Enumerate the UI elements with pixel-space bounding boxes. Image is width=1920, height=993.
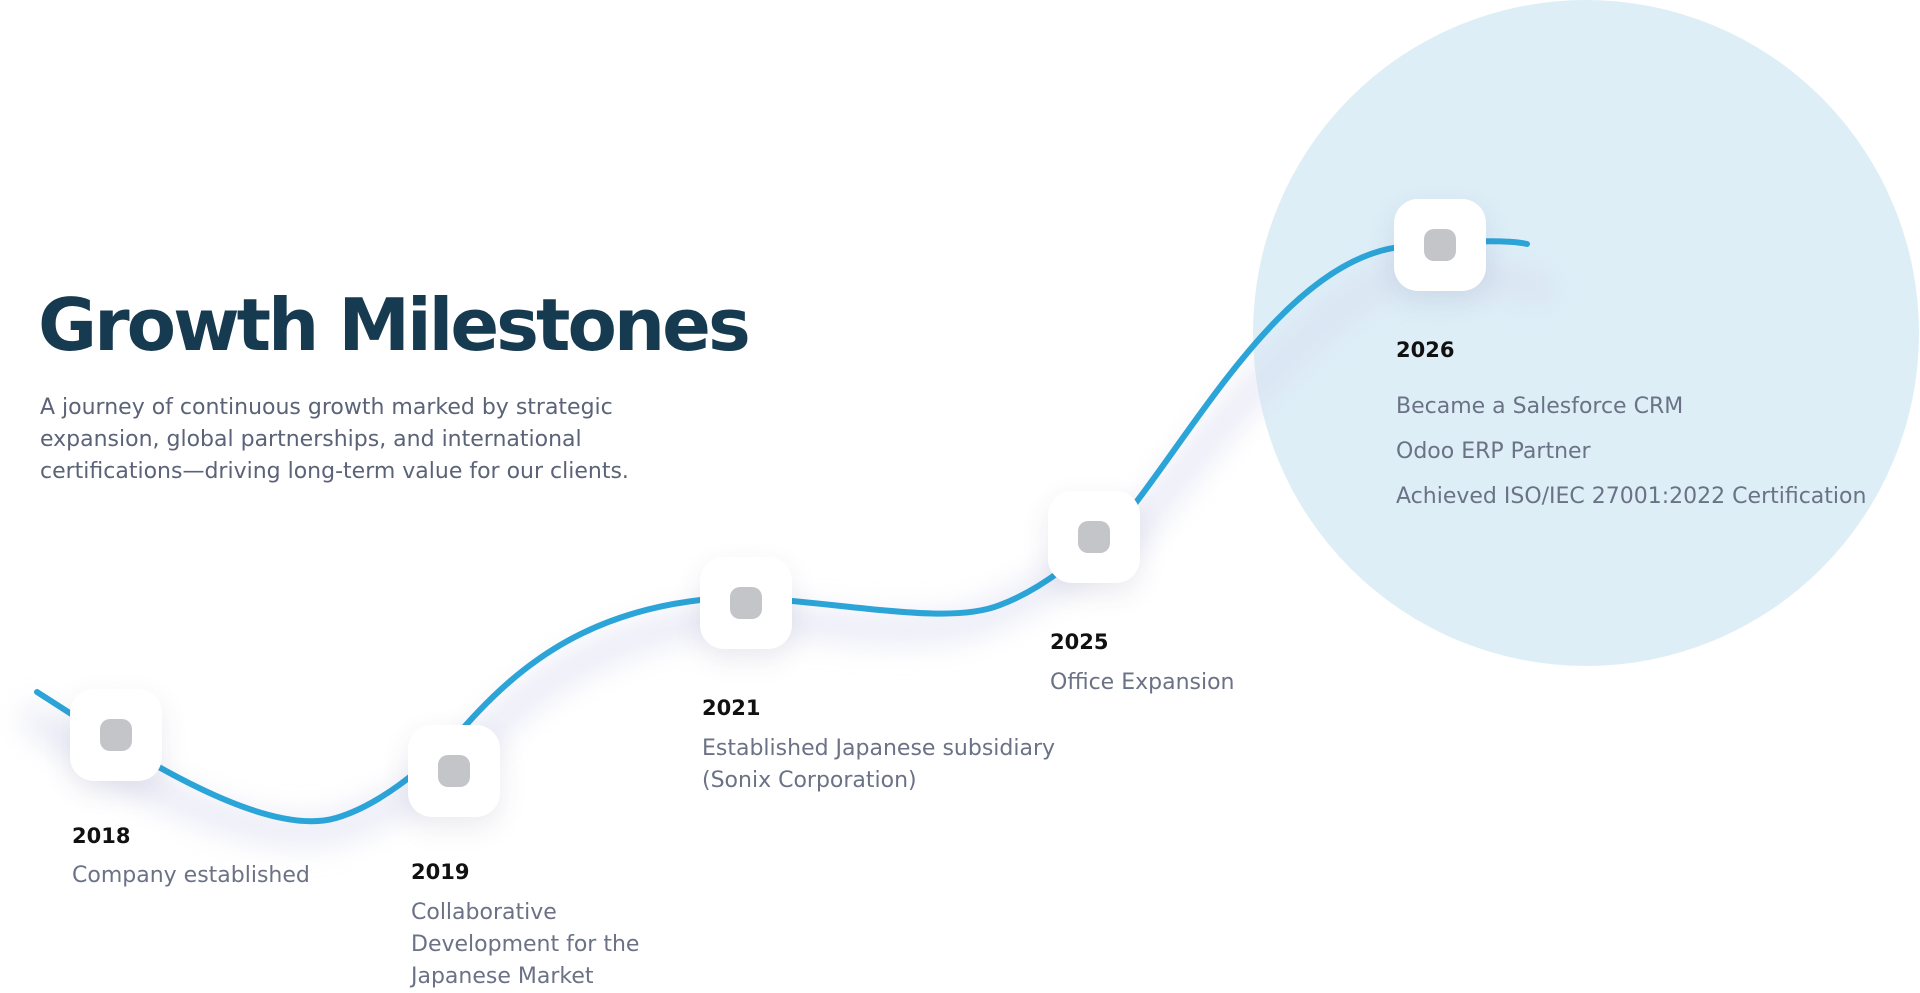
subtitle-line: certifications—driving long-term value f…: [40, 459, 629, 484]
milestone-description-2026: Became a Salesforce CRM Odoo ERP Partner…: [1396, 384, 1866, 519]
milestone-description-line: Office Expansion: [1050, 670, 1235, 695]
growth-path-shadow: [22, 254, 1555, 848]
page-subtitle: A journey of continuous growth marked by…: [40, 392, 660, 488]
milestone-year-2025: 2025: [1050, 630, 1109, 654]
milestone-description-line: Collaborative: [411, 900, 557, 925]
milestone-node-2025[interactable]: [1048, 491, 1140, 583]
milestone-description-2019: Collaborative Development for the Japane…: [411, 897, 639, 993]
milestone-node-2026[interactable]: [1394, 199, 1486, 291]
milestone-description-line: Japanese Market: [411, 964, 594, 989]
milestone-description-line: Company established: [72, 863, 310, 888]
subtitle-line: expansion, global partnerships, and inte…: [40, 427, 582, 452]
milestone-dot: [100, 719, 132, 751]
milestone-dot: [438, 755, 470, 787]
milestone-dot: [730, 587, 762, 619]
milestone-description-line: Development for the: [411, 932, 640, 957]
milestone-node-2021[interactable]: [700, 557, 792, 649]
milestone-description-line: Achieved ISO/IEC 27001:2022 Certificatio…: [1396, 484, 1867, 509]
milestone-description-line: Established Japanese subsidiary: [702, 736, 1056, 761]
milestone-year-2026: 2026: [1396, 338, 1455, 362]
milestone-description-line: Odoo ERP Partner: [1396, 439, 1591, 464]
milestone-description-2021: Established Japanese subsidiary (Sonix C…: [702, 733, 1055, 797]
subtitle-line: A journey of continuous growth marked by…: [40, 395, 613, 420]
milestone-year-2021: 2021: [702, 696, 761, 720]
page-title: Growth Milestones: [38, 283, 751, 367]
milestone-year-2019: 2019: [411, 860, 470, 884]
milestone-year-2018: 2018: [72, 824, 131, 848]
milestone-node-2019[interactable]: [408, 725, 500, 817]
milestone-description-2018: Company established: [72, 860, 310, 892]
milestone-dot: [1078, 521, 1110, 553]
growth-path-line: [34, 238, 1530, 825]
highlight-circle: [1253, 0, 1919, 666]
milestone-description-line: Became a Salesforce CRM: [1396, 394, 1684, 419]
milestone-description-2025: Office Expansion: [1050, 667, 1235, 699]
milestone-node-2018[interactable]: [70, 689, 162, 781]
milestone-description-line: (Sonix Corporation): [702, 768, 917, 793]
milestone-dot: [1424, 229, 1456, 261]
